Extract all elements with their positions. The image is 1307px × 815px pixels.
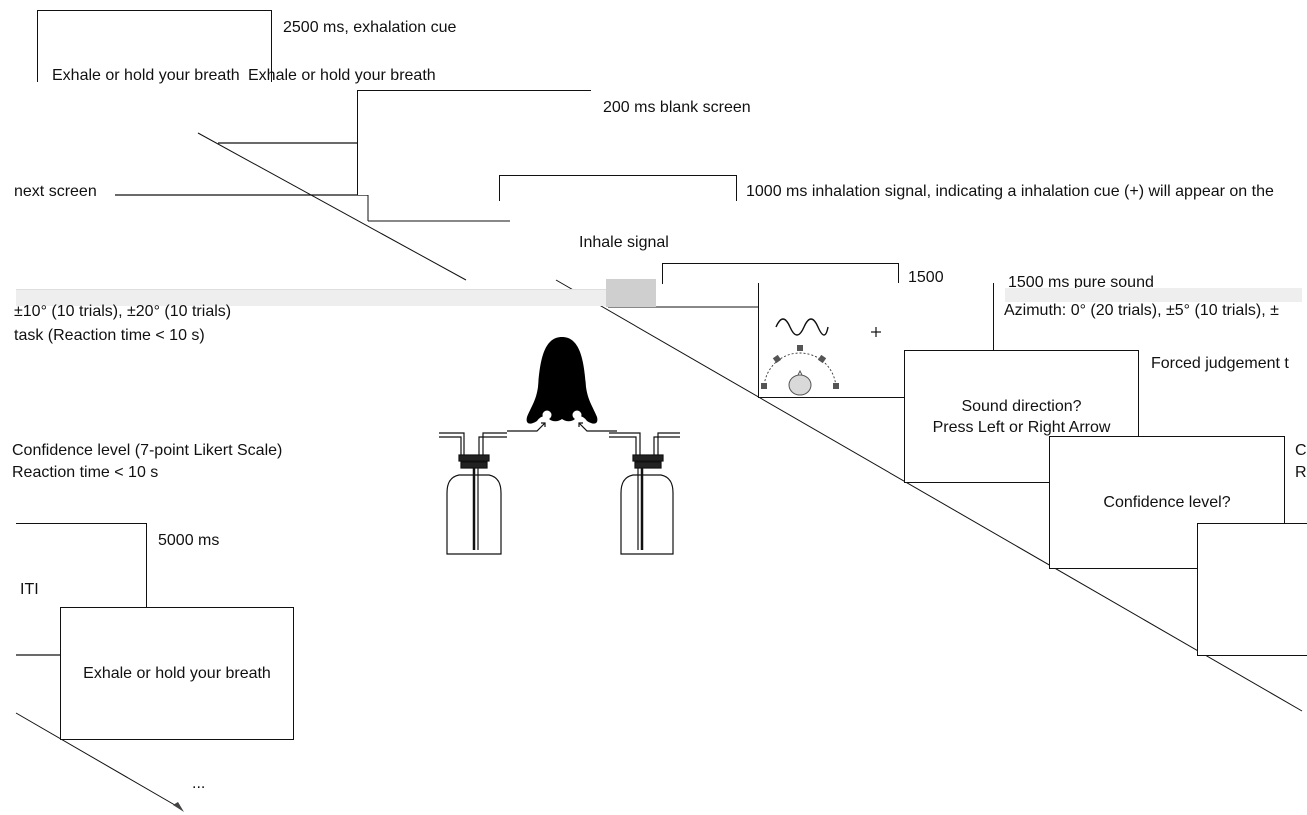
time-axis-lower (15, 712, 181, 809)
time-axis-upper (197, 132, 467, 281)
gas-wash-bottle-icon (439, 432, 507, 555)
continuation-ellipsis: ... (192, 775, 206, 792)
direction-question-line1: Sound direction? (961, 397, 1082, 415)
pure-sound-duration: 1500 ms pure sound (1008, 274, 1154, 291)
azimuth-label: Azimuth: 0° (20 trials), ±5° (10 trials)… (1004, 302, 1279, 319)
fixation-cross-icon (871, 327, 881, 337)
direction-task-label-cont: task (Reaction time < 10 s) (14, 327, 205, 344)
pure-sound-screen-edge (662, 263, 899, 284)
pure-sound-duration-short: 1500 (908, 269, 944, 286)
strip-band-dark (606, 279, 656, 307)
exhale-cue-screen-text: Exhale or hold your breath (52, 67, 240, 84)
inhale-signal-screen-edge (499, 175, 737, 201)
exhale-cue-overlap-text: Exhale or hold your breath (248, 67, 436, 84)
nose-icon (526, 337, 598, 424)
blank-screen (357, 90, 591, 195)
strip-band (16, 289, 606, 306)
confidence-label-2: Reaction time < 10 s (12, 464, 159, 481)
azimuth-label-cont: ±10° (10 trials), ±20° (10 trials) (14, 303, 232, 320)
blank-screen-duration: 200 ms blank screen (603, 99, 751, 116)
confidence-label-1: Confidence level (7-point Likert Scale) (12, 442, 283, 459)
time-axis-arrowhead (173, 802, 184, 812)
next-screen-fragment: next screen (14, 183, 97, 200)
confidence-screen-text: Confidence level? (1103, 493, 1231, 511)
strip-band (1005, 288, 1302, 302)
olfactometer-apparatus (439, 337, 680, 555)
sound-wave-icon (775, 318, 829, 336)
inhale-signal-duration: 1000 ms inhalation signal, indicating a … (746, 183, 1274, 200)
inflow-arrows (507, 422, 617, 432)
iti-duration: 5000 ms (158, 532, 220, 549)
direction-question-line2: Press Left or Right Arrow (932, 418, 1111, 436)
iti-label: ITI (20, 581, 39, 598)
inhale-signal-screen-text: Inhale signal (579, 234, 669, 251)
direction-task-label: Forced judgement t (1151, 355, 1289, 372)
iti-screen-edge (16, 523, 147, 609)
time-axis-right (555, 279, 1303, 712)
next-trial-screen (1197, 523, 1307, 656)
listener-head-icon (761, 345, 839, 396)
exhale-cue-screen (37, 10, 272, 82)
iti-exhale-screen: Exhale or hold your breath (60, 607, 294, 740)
exhale-cue-duration: 2500 ms, exhalation cue (283, 19, 457, 36)
sound-stimulus-icons (761, 318, 881, 396)
iti-exhale-screen-text: Exhale or hold your breath (83, 664, 271, 682)
gas-wash-bottle-icon (609, 432, 680, 555)
confidence-side-label-2: R (1295, 464, 1307, 481)
confidence-side-label-1: C (1295, 442, 1307, 459)
